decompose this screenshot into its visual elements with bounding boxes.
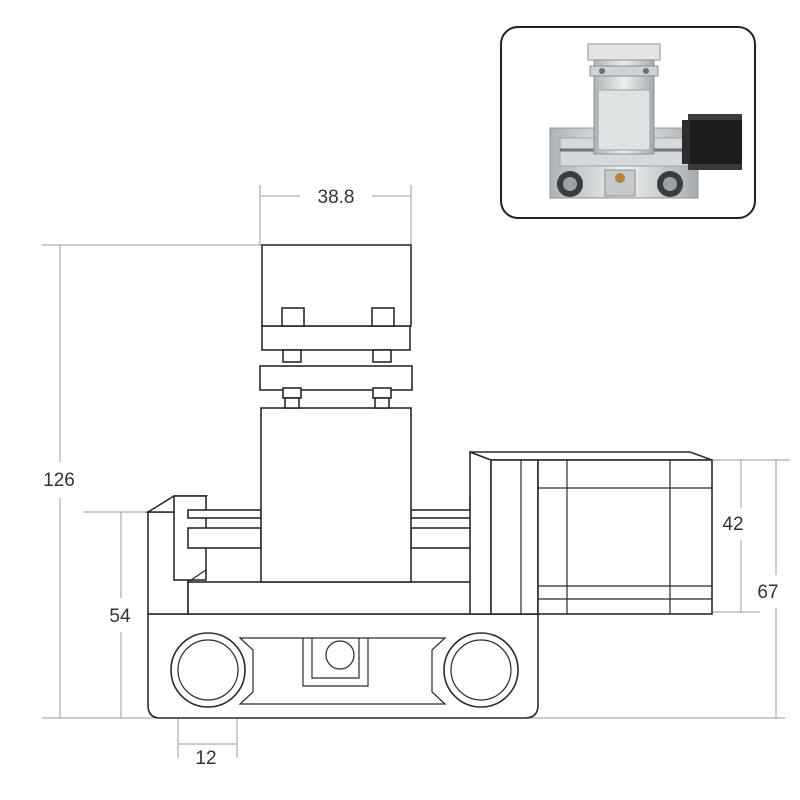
dim-wheel-width: 12 (195, 748, 216, 769)
dim-base-height: 54 (109, 606, 131, 627)
dimension-labels: 38.8 126 54 42 67 12 (43, 187, 778, 769)
wheel-base (147, 613, 539, 719)
dim-motor-height: 42 (722, 514, 743, 535)
wheel-left (170, 632, 246, 708)
clamp-assembly (259, 244, 413, 409)
stepper-motor (469, 450, 713, 615)
carriage (260, 407, 412, 583)
dim-motor-side-height: 67 (757, 582, 778, 603)
dimension-lines (42, 185, 790, 758)
wheel-right (443, 632, 519, 708)
product-photo-frame (500, 26, 756, 219)
dim-top-width: 38.8 (318, 187, 355, 208)
dim-overall-height: 126 (43, 470, 75, 491)
rotary-axis-photo-icon (549, 43, 742, 199)
